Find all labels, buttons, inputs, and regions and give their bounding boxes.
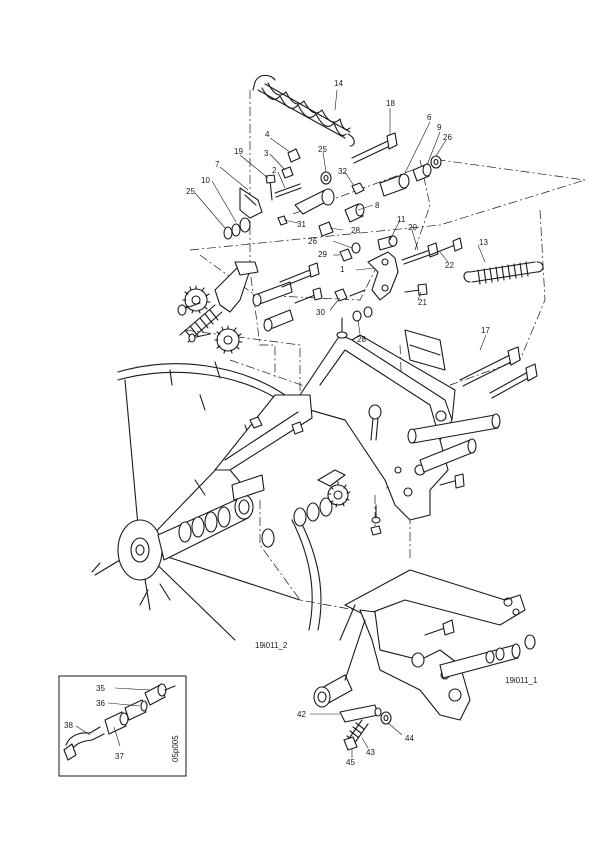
callout-25b: 25 xyxy=(186,187,195,196)
callout-6: 6 xyxy=(427,113,432,122)
callout-44: 44 xyxy=(405,734,414,743)
sprocket-linkage xyxy=(177,261,323,343)
callout-43: 43 xyxy=(366,748,375,757)
callout-20: 20 xyxy=(408,223,417,232)
callout-9: 9 xyxy=(437,123,442,132)
callout-42: 42 xyxy=(297,710,306,719)
callout-29: 29 xyxy=(318,250,327,259)
callout-2: 2 xyxy=(272,166,277,175)
ref-inset: 05p005 xyxy=(171,735,180,762)
callout-21: 21 xyxy=(418,298,427,307)
callout-30: 30 xyxy=(316,308,325,317)
lower-bracket-assembly xyxy=(313,569,536,751)
callout-4: 4 xyxy=(265,130,270,139)
leader-lines xyxy=(75,89,487,758)
callout-28b: 28 xyxy=(357,335,366,344)
callout-19: 19 xyxy=(234,147,243,156)
callout-14: 14 xyxy=(334,79,343,88)
callout-45: 45 xyxy=(346,758,355,767)
callout-17: 17 xyxy=(481,326,490,335)
shafts-and-long-bolts xyxy=(407,346,538,489)
callout-22: 22 xyxy=(445,261,454,270)
inset-panel xyxy=(58,675,187,777)
callout-1: 1 xyxy=(340,265,345,274)
callout-28a: 28 xyxy=(351,226,360,235)
callout-13: 13 xyxy=(479,238,488,247)
main-frame-arm xyxy=(214,329,456,521)
misc-fasteners xyxy=(249,404,382,536)
callout-38: 38 xyxy=(64,721,73,730)
ref-upper-assembly: 19i011_2 xyxy=(255,641,288,650)
callout-35: 35 xyxy=(96,684,105,693)
spring-14 xyxy=(252,74,355,147)
callout-25a: 25 xyxy=(318,145,327,154)
upper-linkage-parts xyxy=(223,132,463,339)
callout-3: 3 xyxy=(264,149,269,158)
callout-8: 8 xyxy=(375,201,380,210)
callout-26a: 26 xyxy=(443,133,452,142)
spring-13 xyxy=(463,261,544,285)
callout-labels: 14 18 6 9 26 4 3 2 25 19 7 10 25 32 8 31… xyxy=(64,79,490,767)
callout-37: 37 xyxy=(115,752,124,761)
callout-18: 18 xyxy=(386,99,395,108)
ref-lower-assembly: 19i011_1 xyxy=(505,676,538,685)
sprocket-lower xyxy=(214,325,243,354)
callout-26b: 26 xyxy=(308,237,317,246)
callout-31: 31 xyxy=(297,220,306,229)
sprocket-upper xyxy=(182,285,211,314)
sprocket-wheel xyxy=(317,469,351,508)
callout-32: 32 xyxy=(338,167,347,176)
callout-11: 11 xyxy=(397,215,406,224)
callout-7: 7 xyxy=(215,160,220,169)
callout-36: 36 xyxy=(96,699,105,708)
drawing-references: 19i011_2 19i011_1 05p005 xyxy=(171,641,538,762)
callout-10: 10 xyxy=(201,176,210,185)
